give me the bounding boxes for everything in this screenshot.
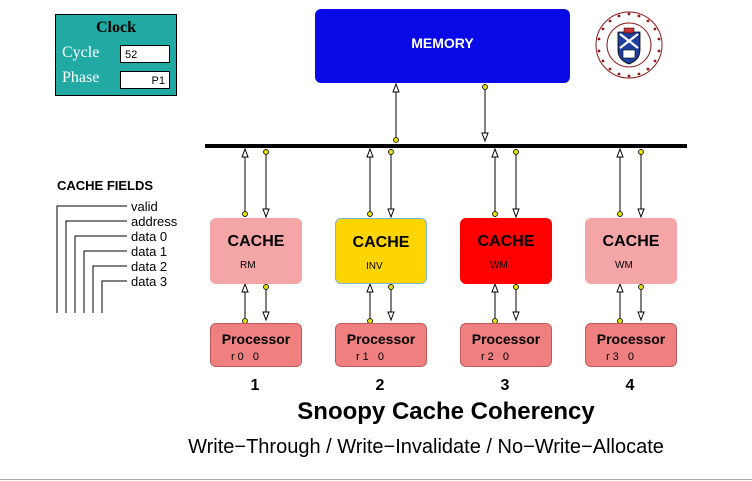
- processor-label: Processor: [346, 331, 416, 347]
- node-number-1: 1: [250, 377, 260, 394]
- cache-2[interactable]: CACHE INV: [335, 218, 427, 284]
- cache-label: CACHE: [602, 233, 660, 250]
- cache-field-data2: data 2: [131, 259, 168, 274]
- phase-label: Phase: [62, 69, 100, 86]
- clock-title: Clock: [96, 19, 136, 36]
- memory-label: MEMORY: [411, 35, 474, 51]
- processor-register: r2 0: [481, 351, 512, 363]
- phase-field[interactable]: P1: [120, 71, 170, 89]
- processor-4[interactable]: Processor r3 0: [585, 323, 677, 367]
- page-subtitle: Write−Through / Write−Invalidate / No−Wr…: [188, 436, 664, 458]
- cache-4[interactable]: CACHE WM: [585, 218, 677, 284]
- processor-3[interactable]: Processor r2 0: [460, 323, 552, 367]
- memory-block[interactable]: MEMORY: [315, 9, 570, 83]
- cache-field-data3: data 3: [131, 274, 168, 289]
- cache-state: WM: [490, 260, 508, 271]
- cache-fields-title: CACHE FIELDS: [57, 178, 154, 193]
- cache-state: INV: [366, 261, 383, 272]
- processor-1[interactable]: Processor r0 0: [210, 323, 302, 367]
- node-number-4: 4: [625, 377, 635, 394]
- divider: [0, 479, 752, 480]
- processor-label: Processor: [471, 331, 541, 347]
- processor-register: r1 0: [356, 351, 387, 363]
- node-number-3: 3: [500, 377, 510, 394]
- cache-field-data1: data 1: [131, 244, 168, 259]
- university-crest-icon: [594, 10, 664, 80]
- cache-label: CACHE: [477, 233, 535, 250]
- processor-2[interactable]: Processor r1 0: [335, 323, 427, 367]
- cache-label: CACHE: [352, 234, 410, 251]
- cache-1[interactable]: CACHE RM: [210, 218, 302, 284]
- processor-label: Processor: [596, 331, 666, 347]
- processor-register: r0 0: [231, 351, 262, 363]
- cache-state: WM: [615, 260, 633, 271]
- cycle-label: Cycle: [62, 44, 100, 61]
- processor-label: Processor: [221, 331, 291, 347]
- clock-panel: Clock Cycle 52 Phase P1: [55, 14, 177, 96]
- cache-field-data0: data 0: [131, 229, 168, 244]
- node-number-2: 2: [375, 377, 385, 394]
- cache-field-valid: valid: [131, 199, 158, 214]
- cycle-field[interactable]: 52: [120, 45, 170, 63]
- page-title: Snoopy Cache Coherency: [297, 398, 595, 425]
- system-bus: [205, 144, 687, 148]
- cache-label: CACHE: [227, 233, 285, 250]
- processor-register: r3 0: [606, 351, 637, 363]
- cache-state: RM: [240, 260, 256, 271]
- cache-3[interactable]: CACHE WM: [460, 218, 552, 284]
- cache-field-address: address: [131, 214, 178, 229]
